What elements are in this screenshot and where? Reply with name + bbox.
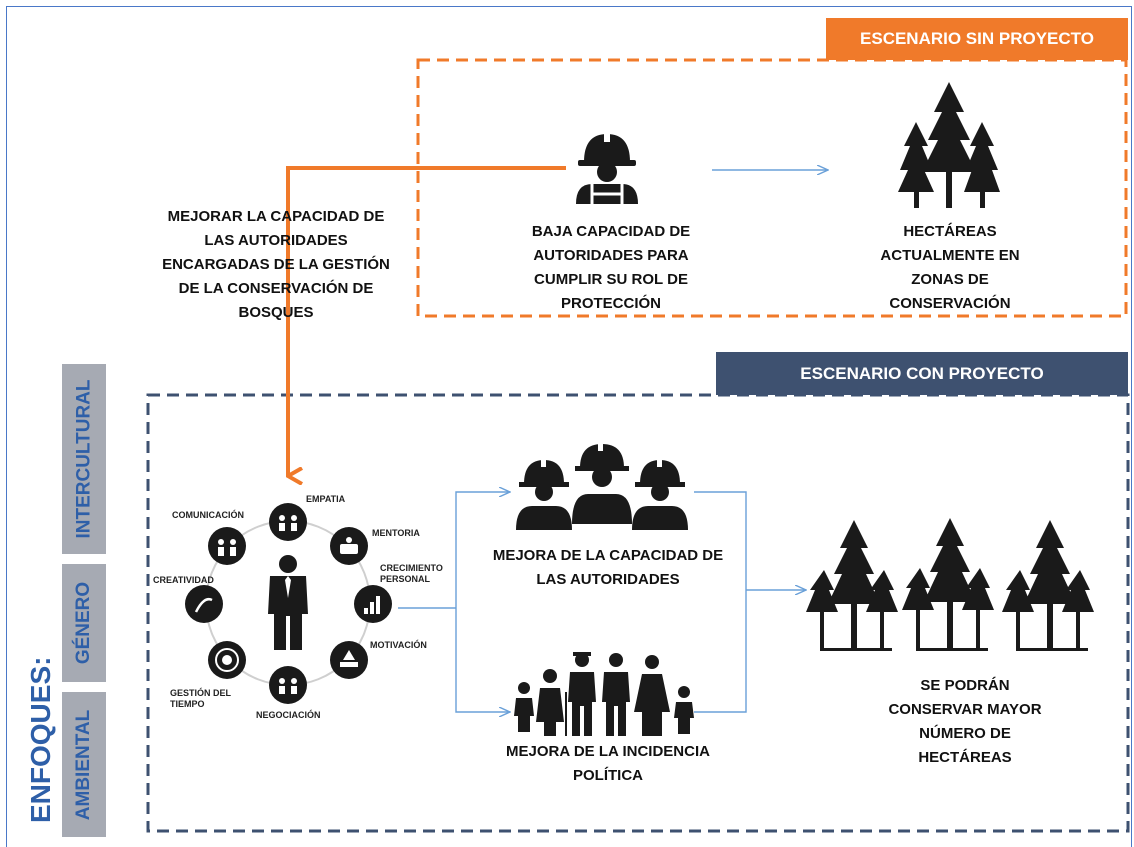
businessman-icon [268,555,308,650]
skill-empatia: EMPATIA [306,494,346,504]
pine-trees-icon [898,82,1000,208]
diagram-frame [6,6,1132,847]
skill-creatividad: CREATIVIDAD [153,575,214,585]
sin-hectares-label: HECTÁREAS ACTUALMENTE EN ZONAS DE CONSER… [880,223,1020,312]
main-action-text: MEJORAR LA CAPACIDAD DE LAS AUTORIDADES … [162,208,390,321]
arrow-to-capacity [455,492,510,608]
tab-intercultural: INTERCULTURAL [62,364,106,554]
worker-helmet-icon [576,132,638,204]
skill-motivacion: MOTIVACIÓN [370,640,427,650]
family-icon [514,652,694,736]
tab-ambiental: AMBIENTAL [62,692,106,837]
skill-comunicacion: COMUNICACIÓN [172,510,244,520]
arrow-to-incidence [455,608,510,712]
con-proyecto-box [146,393,1130,833]
skill-negociacion: NEGOCIACIÓN [256,710,321,720]
sin-authorities-label: BAJA CAPACIDAD DE AUTORIDADES PARA CUMPL… [531,223,691,312]
sin-proyecto-box [416,58,1128,318]
tab-genero: GÉNERO [62,564,106,682]
workers-group-icon [516,442,688,530]
header-sin-proyecto: ESCENARIO SIN PROYECTO [826,18,1128,60]
skill-mentoria: MENTORIA [372,528,420,538]
forest-icon [806,518,1094,651]
con-capacity-label: MEJORA DE LA CAPACIDAD DE LAS AUTORIDADE… [492,547,724,588]
arrow-merge [694,491,747,713]
con-incidence-label: MEJORA DE LA INCIDENCIA POLÍTICA [506,743,710,784]
header-con-proyecto: ESCENARIO CON PROYECTO [716,352,1128,395]
con-result-label: SE PODRÁN CONSERVAR MAYOR NÚMERO DE HECT… [888,677,1042,766]
orange-flow-arrow [286,166,566,476]
